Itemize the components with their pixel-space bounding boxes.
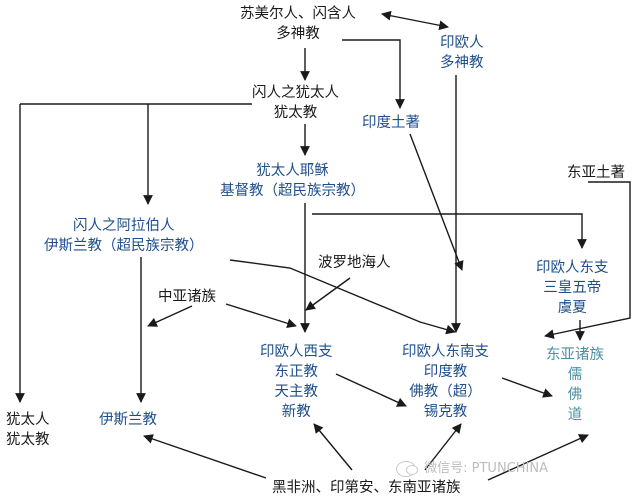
arrow-bottom-islam bbox=[143, 434, 267, 479]
arrow-west-sikh bbox=[335, 373, 407, 407]
arrow-central-west bbox=[225, 303, 297, 329]
node-ie-southeast-branch-line1: 印欧人东南支 bbox=[402, 344, 489, 360]
node-ie-southeast-branch-line4: 锡克教 bbox=[423, 404, 468, 420]
node-ie-southeast-branch-line3: 佛教（超） bbox=[409, 384, 482, 400]
node-east-asia-native: 东亚土著 bbox=[567, 163, 625, 183]
node-jews-bottom-line1: 犹太人 bbox=[6, 412, 50, 428]
node-jewish-jesus: 犹太人耶稣 基督教（超民族宗教） bbox=[220, 161, 365, 201]
node-indo-european-line1: 印欧人 bbox=[440, 35, 484, 51]
arrow-southeast-eastasia bbox=[501, 377, 553, 398]
node-ie-east-branch-line2: 三皇五帝 bbox=[543, 280, 602, 296]
wechat-icon bbox=[396, 460, 418, 477]
node-east-asia-native-line1: 东亚土著 bbox=[567, 165, 625, 181]
node-ie-east-branch: 印欧人东支 三皇五帝 虞夏 bbox=[536, 258, 609, 318]
line-eastasia-native bbox=[544, 181, 631, 339]
node-ie-southeast-branch-line2: 印度教 bbox=[423, 364, 468, 380]
arrow-bottom-southeast bbox=[424, 423, 462, 471]
node-jewish-jesus-line1: 犹太人耶稣 bbox=[256, 163, 329, 179]
node-east-asian-peoples-line4: 道 bbox=[567, 407, 583, 423]
node-ie-west-branch-line3: 天主教 bbox=[274, 384, 319, 400]
watermark-text: 微信号: PTUNCHINA bbox=[424, 461, 548, 476]
node-east-asian-peoples-line1: 东亚诸族 bbox=[546, 347, 604, 363]
node-islam-line1: 伊斯兰教 bbox=[99, 412, 157, 428]
node-india-native-line1: 印度土著 bbox=[362, 115, 420, 131]
node-sumerian-line1: 苏美尔人、闪含人 bbox=[240, 6, 356, 22]
node-indo-european: 印欧人 多神教 bbox=[440, 33, 484, 73]
arrow-arab-southeast bbox=[229, 259, 456, 335]
node-semitic-jews-line1: 闪人之犹太人 bbox=[252, 85, 339, 101]
node-africa-india-seasia-line1: 黑非洲、印第安、东南亚诸族 bbox=[272, 480, 461, 496]
node-ie-west-branch-line2: 东正教 bbox=[274, 364, 319, 380]
node-ie-west-branch-line1: 印欧人西支 bbox=[260, 344, 333, 360]
arrow-central-arabs bbox=[147, 305, 193, 327]
node-east-asian-peoples-line2: 儒 bbox=[567, 367, 583, 383]
node-east-asian-peoples-line3: 佛 bbox=[567, 387, 583, 403]
node-central-asia-line1: 中亚诸族 bbox=[158, 289, 216, 305]
node-central-asia: 中亚诸族 bbox=[158, 287, 216, 307]
arrow-christianity-east bbox=[312, 213, 587, 249]
node-jews-bottom-line2: 犹太教 bbox=[6, 432, 50, 448]
node-semitic-arabs: 闪人之阿拉伯人 伊斯兰教（超民族宗教） bbox=[44, 216, 204, 256]
node-indo-european-line2: 多神教 bbox=[440, 55, 484, 71]
node-east-asian-peoples: 东亚诸族 儒 佛 道 bbox=[546, 345, 604, 425]
node-semitic-jews: 闪人之犹太人 犹太教 bbox=[252, 83, 339, 123]
arrow-india-southeast bbox=[409, 133, 464, 271]
node-jews-bottom: 犹太人 犹太教 bbox=[6, 410, 50, 450]
node-sumerian-semitic: 苏美尔人、闪含人 多神教 bbox=[240, 4, 356, 44]
node-africa-india-seasia: 黑非洲、印第安、东南亚诸族 bbox=[272, 478, 461, 498]
node-ie-east-branch-line1: 印欧人东支 bbox=[536, 260, 609, 276]
node-baltic-line1: 波罗地海人 bbox=[318, 255, 391, 271]
node-islam: 伊斯兰教 bbox=[99, 410, 157, 430]
node-semitic-jews-line2: 犹太教 bbox=[273, 105, 318, 121]
arrow-sumer-india bbox=[342, 39, 405, 109]
node-ie-southeast-branch: 印欧人东南支 印度教 佛教（超） 锡克教 bbox=[402, 342, 489, 422]
arrow-bottom-eastasia bbox=[487, 434, 589, 481]
node-semitic-arabs-line1: 闪人之阿拉伯人 bbox=[73, 218, 175, 234]
node-jewish-jesus-line2: 基督教（超民族宗教） bbox=[220, 183, 365, 199]
node-baltic: 波罗地海人 bbox=[318, 253, 391, 273]
node-ie-west-branch: 印欧人西支 东正教 天主教 新教 bbox=[260, 342, 333, 422]
watermark: 微信号: PTUNCHINA bbox=[396, 457, 548, 477]
node-india-native: 印度土著 bbox=[362, 113, 420, 133]
node-semitic-arabs-line2: 伊斯兰教（超民族宗教） bbox=[44, 238, 204, 254]
arrow-baltic-west bbox=[305, 277, 351, 311]
arrow-sumer-indoeuropean bbox=[381, 10, 449, 31]
node-ie-west-branch-line4: 新教 bbox=[281, 404, 311, 420]
node-ie-east-branch-line3: 虞夏 bbox=[557, 300, 587, 316]
node-sumerian-line2: 多神教 bbox=[276, 26, 320, 42]
arrow-bottom-west bbox=[313, 423, 353, 471]
